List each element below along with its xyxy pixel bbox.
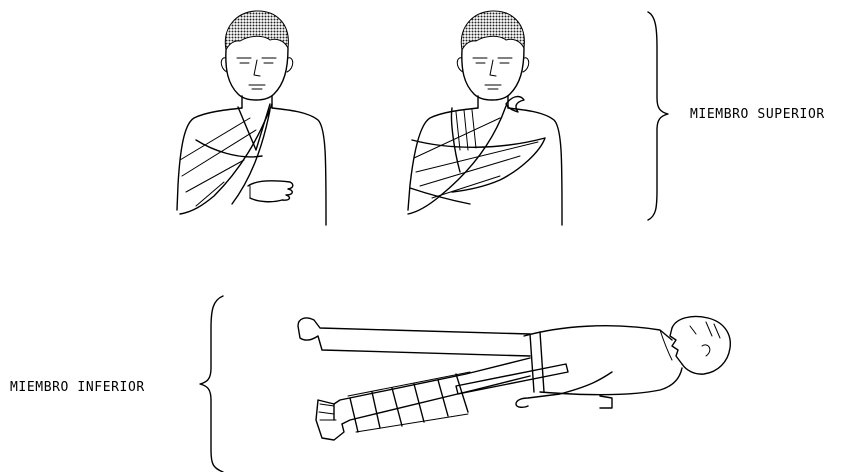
sling-folds bbox=[414, 110, 538, 198]
hair-strokes bbox=[690, 322, 720, 338]
hair bbox=[225, 11, 288, 50]
face bbox=[462, 48, 524, 100]
belt bbox=[530, 332, 544, 392]
mouth bbox=[485, 85, 501, 89]
brace-upper bbox=[648, 12, 668, 220]
leg-free bbox=[298, 318, 530, 356]
mouth bbox=[249, 85, 265, 89]
arm bbox=[516, 372, 612, 408]
nose bbox=[254, 60, 260, 76]
sling-bandage bbox=[180, 104, 272, 214]
head bbox=[672, 316, 730, 374]
label-lower-limb: MIEMBRO INFERIOR bbox=[10, 380, 145, 395]
label-upper-limb: MIEMBRO SUPERIOR bbox=[690, 107, 825, 122]
leg-splinted bbox=[334, 358, 530, 424]
lower-limb-splint-figure bbox=[298, 316, 730, 440]
hair bbox=[461, 11, 524, 50]
upper-limb-sling-figure-1 bbox=[177, 11, 326, 225]
face bbox=[226, 48, 288, 100]
splint-board bbox=[456, 364, 568, 394]
ear bbox=[702, 345, 710, 356]
sling-bandage bbox=[408, 106, 545, 214]
hand bbox=[248, 181, 293, 202]
torso bbox=[177, 108, 326, 225]
nose bbox=[490, 60, 496, 76]
brace-lower bbox=[200, 296, 223, 472]
torso bbox=[524, 326, 682, 395]
bandage-edges bbox=[348, 372, 470, 432]
upper-limb-sling-figure-2 bbox=[408, 11, 562, 225]
